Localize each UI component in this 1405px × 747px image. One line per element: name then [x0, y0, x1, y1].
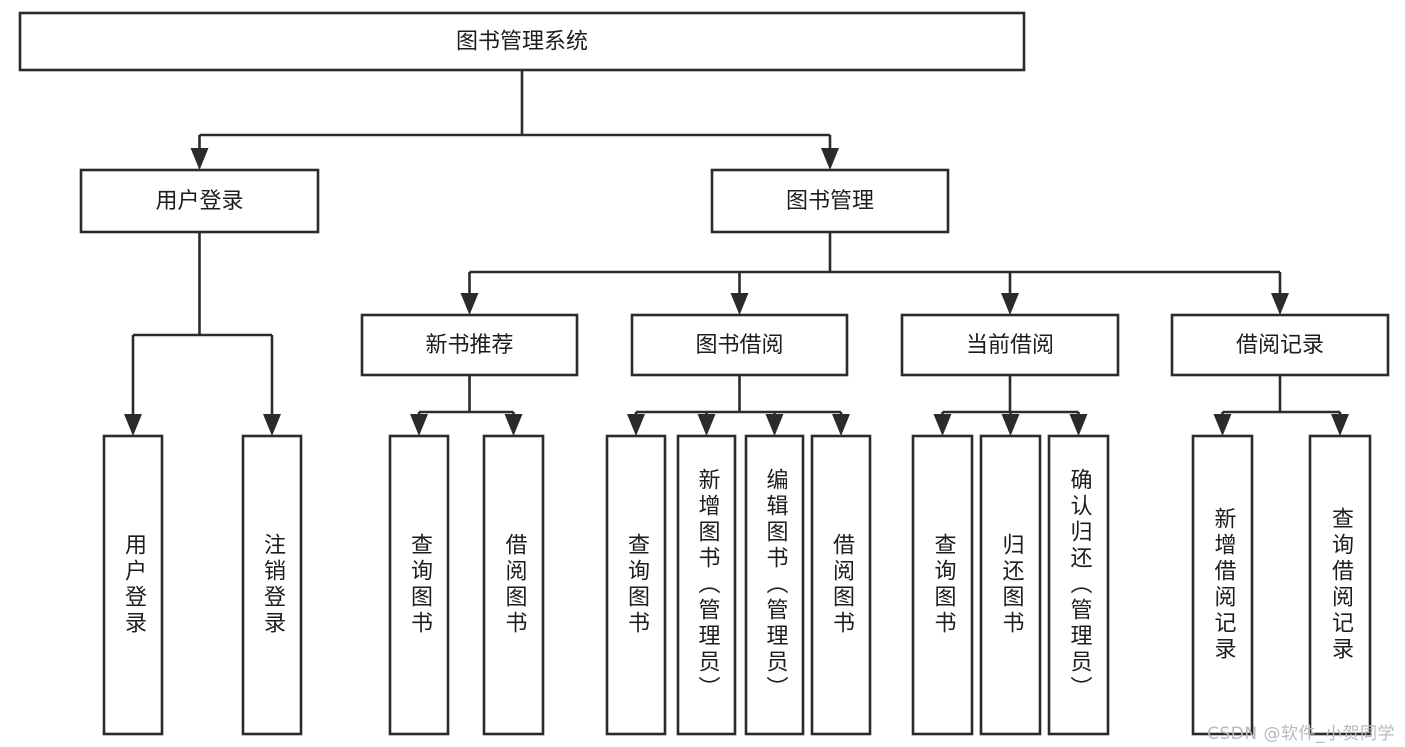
- node-box-leaf-9-归还图书[interactable]: [979, 434, 1042, 736]
- arrowhead-root-0: [190, 148, 209, 170]
- node-box-leaf-3-借阅图书[interactable]: [482, 434, 545, 736]
- node-box-l3-借阅记录[interactable]: [1170, 313, 1390, 377]
- node-box-l3-当前借阅[interactable]: [900, 313, 1120, 377]
- node-box-leaf-11-新增借阅记录[interactable]: [1191, 434, 1254, 736]
- node-box-leaf-6-编辑图书管理员[interactable]: [744, 434, 805, 736]
- node-label-l3-当前借阅: 当前借阅: [966, 333, 1054, 358]
- arrowhead-l3-新书推荐-0: [410, 414, 428, 436]
- arrowhead-book-mgmt-3: [1271, 293, 1289, 315]
- arrowhead-login-1: [263, 414, 281, 436]
- node-box-l2-图书管理[interactable]: [710, 168, 950, 234]
- arrowhead-l3-借阅记录-1: [1331, 414, 1349, 436]
- node-box-leaf-2-查询图书[interactable]: [388, 434, 450, 736]
- watermark-text: CSDN @软件_小贺同学: [1207, 724, 1395, 744]
- arrowhead-root-1: [821, 148, 839, 170]
- node-box-leaf-4-查询图书[interactable]: [605, 434, 667, 736]
- arrowhead-l3-新书推荐-1: [504, 414, 523, 436]
- node-label-l2-图书管理: 图书管理: [786, 189, 874, 214]
- node-box-leaf-0-用户登录[interactable]: [102, 434, 164, 736]
- arrowhead-l3-当前借阅-0: [933, 414, 952, 436]
- node-box-l3-图书借阅[interactable]: [630, 313, 849, 377]
- connector-edges: [124, 70, 1349, 436]
- node-box-leaf-12-查询借阅记录[interactable]: [1308, 434, 1372, 736]
- arrowhead-l3-当前借阅-2: [1069, 414, 1088, 436]
- node-label-root: 图书管理系统: [456, 30, 588, 55]
- arrowhead-l3-当前借阅-1: [1001, 414, 1020, 436]
- node-box-l2-用户登录[interactable]: [79, 168, 320, 234]
- node-label-l3-新书推荐: 新书推荐: [425, 333, 513, 358]
- arrowhead-l3-图书借阅-0: [627, 414, 645, 436]
- arrowhead-book-mgmt-0: [460, 293, 479, 315]
- node-label-l3-图书借阅: 图书借阅: [695, 333, 783, 358]
- node-box-leaf-7-借阅图书[interactable]: [810, 434, 872, 736]
- node-label-l3-借阅记录: 借阅记录: [1236, 333, 1324, 358]
- arrowhead-l3-图书借阅-2: [765, 414, 784, 436]
- arrowhead-book-mgmt-1: [730, 293, 749, 315]
- node-box-leaf-8-查询图书[interactable]: [911, 434, 974, 736]
- arrowhead-l3-图书借阅-1: [697, 414, 716, 436]
- arrowhead-l3-图书借阅-3: [832, 414, 850, 436]
- node-boxes: [18, 11, 1390, 736]
- node-box-leaf-10-确认归还管理员[interactable]: [1047, 434, 1110, 736]
- arrowhead-login-0: [124, 414, 142, 436]
- arrowhead-l3-借阅记录-0: [1213, 414, 1232, 436]
- node-label-l2-用户登录: 用户登录: [155, 189, 243, 214]
- node-box-root[interactable]: [18, 11, 1026, 72]
- node-box-leaf-1-注销登录[interactable]: [241, 434, 303, 736]
- arrowhead-book-mgmt-2: [1001, 293, 1019, 315]
- node-box-l3-新书推荐[interactable]: [360, 313, 579, 377]
- node-box-leaf-5-新增图书管理员[interactable]: [676, 434, 737, 736]
